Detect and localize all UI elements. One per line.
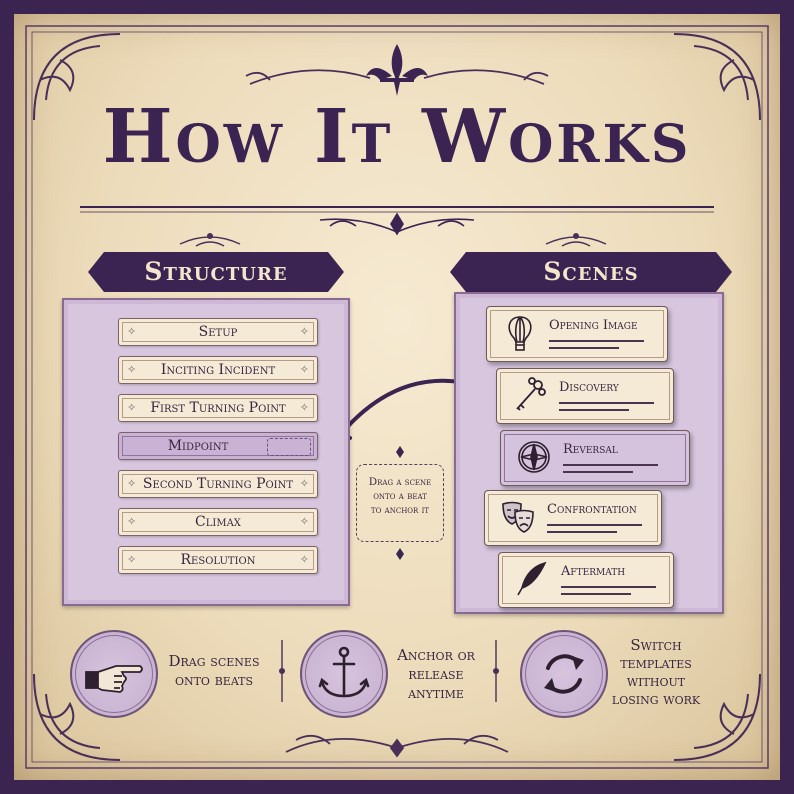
- feature-line: Switch: [630, 636, 682, 654]
- text-line: [561, 593, 631, 595]
- scene-card-reversal[interactable]: Reversal: [500, 430, 690, 486]
- text-line: [547, 531, 617, 533]
- structure-heading: Structure: [144, 257, 288, 286]
- text-line: [549, 347, 619, 349]
- cycle-arrows-icon: [544, 654, 584, 694]
- beat-label: Resolution: [180, 552, 256, 568]
- scene-label: Reversal: [563, 442, 618, 457]
- text-line: [559, 402, 654, 404]
- text-line: [549, 340, 644, 342]
- page-title: How It Works: [102, 94, 692, 180]
- beat-midpoint[interactable]: Midpoint: [118, 432, 318, 460]
- feature-text-drag: Drag scenes onto beats: [162, 652, 266, 690]
- quill-icon: [517, 561, 547, 596]
- scene-card-confrontation[interactable]: Confrontation: [484, 490, 662, 546]
- beat-inciting-incident[interactable]: ✧ Inciting Incident ✧: [118, 356, 318, 384]
- ornament-icon: ✧: [127, 325, 137, 338]
- scene-card-aftermath[interactable]: Aftermath: [498, 552, 674, 608]
- anchor-icon: [318, 646, 370, 698]
- feature-text-switch: Switch templates without losing work: [604, 636, 708, 708]
- drop-slot[interactable]: [267, 438, 311, 456]
- ornament-icon: ✧: [127, 363, 137, 376]
- beat-setup[interactable]: ✧ Setup ✧: [118, 318, 318, 346]
- compass-icon: [518, 441, 550, 473]
- beat-first-turning-point[interactable]: ✧ First Turning Point ✧: [118, 394, 318, 422]
- ornament-icon: ✧: [299, 363, 309, 376]
- drag-hint: Drag a scene onto a beat to anchor it: [356, 464, 444, 542]
- text-line: [563, 471, 633, 473]
- beat-label: First Turning Point: [150, 400, 286, 416]
- beat-label: Climax: [195, 514, 241, 530]
- feature-badge-drag: [70, 630, 158, 718]
- scene-label: Aftermath: [561, 564, 626, 579]
- hint-line: to anchor it: [370, 504, 430, 516]
- scene-card-opening-image[interactable]: Opening Image: [486, 306, 668, 362]
- feature-line: Anchor or: [397, 646, 475, 664]
- feature-line: onto beats: [174, 671, 254, 689]
- beat-label: Setup: [198, 324, 238, 340]
- scenes-banner: Scenes: [450, 252, 732, 292]
- beat-second-turning-point[interactable]: ✧ Second Turning Point ✧: [118, 470, 318, 498]
- scene-label: Confrontation: [547, 502, 637, 517]
- ornament-icon: ✧: [299, 515, 309, 528]
- hot-air-balloon-icon: [508, 316, 532, 351]
- hint-line: Drag a scene: [368, 476, 432, 488]
- scenes-heading: Scenes: [543, 257, 639, 286]
- beat-label: Midpoint: [167, 438, 229, 454]
- text-line: [559, 409, 629, 411]
- scene-label: Opening Image: [549, 318, 638, 333]
- structure-banner: Structure: [88, 252, 344, 292]
- text-line: [547, 524, 642, 526]
- ornament-icon: ✧: [127, 401, 137, 414]
- feature-badge-anchor: [300, 630, 388, 718]
- ornament-icon: ✧: [127, 553, 137, 566]
- ornament-icon: ✧: [299, 401, 309, 414]
- beat-resolution[interactable]: ✧ Resolution ✧: [118, 546, 318, 574]
- hint-line: onto a beat: [373, 490, 427, 502]
- feature-line: losing work: [611, 690, 701, 708]
- ornament-icon: ✧: [127, 477, 137, 490]
- beat-label: Inciting Incident: [160, 362, 276, 378]
- feature-line: templates: [620, 654, 692, 672]
- feature-line: release: [408, 665, 464, 683]
- beat-label: Second Turning Point: [142, 476, 294, 492]
- feature-line: anytime: [408, 684, 464, 702]
- pointing-hand-icon: [85, 665, 143, 693]
- feature-text-anchor: Anchor or release anytime: [388, 646, 484, 703]
- text-line: [561, 586, 656, 588]
- beat-climax[interactable]: ✧ Climax ✧: [118, 508, 318, 536]
- ornament-icon: ✧: [299, 477, 309, 490]
- key-icon: [516, 377, 546, 411]
- text-line: [563, 464, 658, 466]
- feature-badge-switch: [520, 630, 608, 718]
- ornament-icon: ✧: [127, 515, 137, 528]
- theater-masks-icon: [502, 501, 534, 533]
- ornament-icon: ✧: [299, 553, 309, 566]
- scene-card-discovery[interactable]: Discovery: [496, 368, 674, 424]
- scene-label: Discovery: [559, 380, 619, 395]
- ornament-icon: ✧: [299, 325, 309, 338]
- feature-line: Drag scenes: [168, 652, 260, 670]
- feature-line: without: [626, 672, 686, 690]
